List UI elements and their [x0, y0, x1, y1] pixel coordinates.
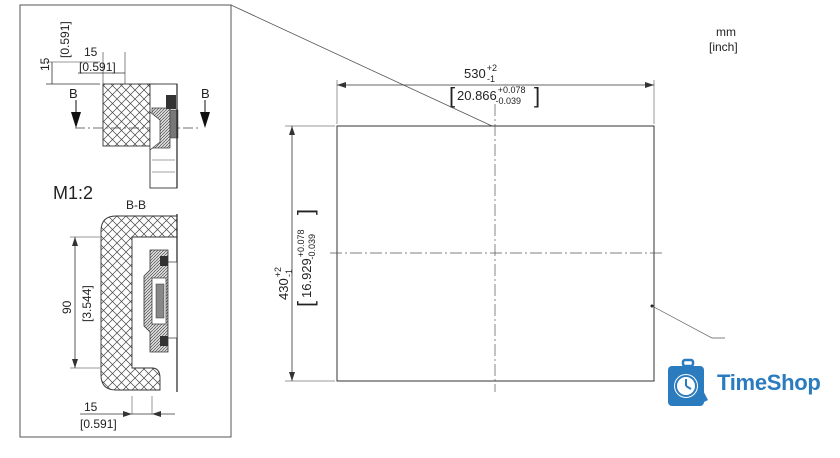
bottom-dim-mm: 15: [84, 400, 98, 414]
height-tol-lower: -1: [284, 269, 294, 277]
unit-mm: mm: [716, 25, 736, 39]
cutout-drawing: 530+2-1 [ 20.866+0.078-0.039 ] 430+2-1 […: [273, 63, 725, 392]
upper-detail: 15 [0.591] 15 [0.591] B B: [38, 21, 210, 189]
suitcase-clock-icon: [668, 358, 708, 406]
height-inch-tol-lower: -0.039: [307, 234, 317, 260]
height-inch-main: 16.929: [299, 258, 314, 298]
cut-arrow-right: [200, 112, 210, 128]
frame-profile-top: [102, 83, 154, 147]
width-dim: 530+2-1: [464, 63, 497, 84]
edge-leader-line: [651, 305, 725, 339]
scale-label: M1:2: [53, 183, 93, 203]
top-horizontal-dim-mm: 15: [84, 45, 98, 59]
height-inch-dim: 16.929+0.078-0.039: [296, 229, 317, 298]
detail-leader-line: [230, 4, 493, 127]
cut-marker-right: B: [201, 86, 210, 101]
height-dim: 430+2-1: [273, 267, 294, 300]
detail-frame: [19, 4, 232, 438]
width-inch-tol-lower: -0.039: [496, 96, 522, 106]
height-dim-mm: 90: [60, 300, 74, 314]
top-vertical-dim-inch: [0.591]: [58, 21, 72, 58]
section-detail: 90 [3.544] 15 [0.591]: [60, 214, 178, 431]
height-inch-bracket-close: ]: [293, 209, 318, 215]
width-inch-bracket-open: [: [449, 83, 455, 108]
height-inch-tol-upper: +0.078: [296, 229, 306, 257]
width-inch-main: 20.866: [457, 88, 497, 103]
top-vertical-dim-mm: 15: [38, 57, 52, 71]
width-inch-tol-upper: +0.078: [498, 85, 526, 95]
width-main: 530: [464, 66, 486, 81]
cutout-rectangle: [336, 125, 655, 382]
top-horizontal-dim-inch: [0.591]: [79, 60, 116, 74]
width-inch-dim: 20.866+0.078-0.039: [457, 85, 526, 106]
frame-profile-section: [100, 215, 178, 391]
width-tol-upper: +2: [487, 63, 497, 73]
width-tol-lower: -1: [487, 74, 495, 84]
unit-inch: [inch]: [709, 40, 738, 54]
height-tol-upper: +2: [273, 267, 283, 277]
cut-arrow-left: [71, 112, 81, 128]
height-inch-bracket-open: [: [293, 301, 318, 307]
cut-marker-left: B: [69, 86, 78, 101]
width-inch-bracket-close: ]: [534, 83, 540, 108]
height-main: 430: [276, 278, 291, 300]
logo-text: TimeShop: [717, 370, 821, 395]
section-label: B-B: [126, 198, 146, 212]
bottom-dim-inch: [0.591]: [80, 417, 117, 431]
height-dim-inch: [3.544]: [80, 285, 94, 322]
